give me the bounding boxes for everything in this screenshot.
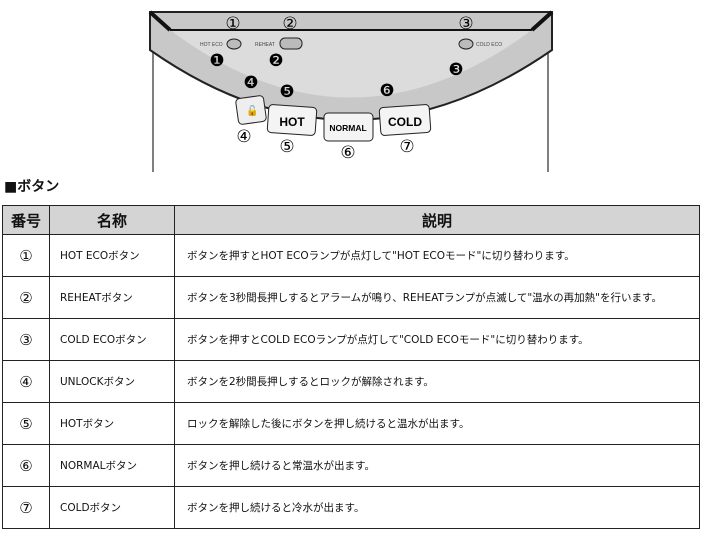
- row-description: ボタンを2秒間長押しするとロックが解除されます。: [174, 360, 700, 403]
- svg-text:COLD: COLD: [388, 115, 422, 129]
- row-description: ロックを解除した後にボタンを押し続けると温水が出ます。: [174, 402, 700, 445]
- reheat-label: REHEAT: [255, 42, 275, 48]
- reheat-button[interactable]: [279, 37, 303, 50]
- row-number: ⑦: [2, 486, 50, 529]
- hot-eco-button[interactable]: [226, 38, 242, 50]
- svg-text:①: ①: [225, 14, 240, 33]
- svg-text:⑥: ⑥: [340, 143, 355, 162]
- hot-eco-label: HOT ECO: [200, 42, 223, 48]
- header-number: 番号: [2, 205, 50, 235]
- row-number: ①: [2, 234, 50, 277]
- svg-text:❻: ❻: [379, 81, 394, 100]
- header-name: 名称: [49, 205, 175, 235]
- filled-number-markers: ❶ ❷ ❸ ❹ ❺ ❻: [209, 51, 463, 101]
- svg-text:HOT: HOT: [279, 115, 305, 129]
- row-number: ⑤: [2, 402, 50, 445]
- row-description: ボタンを3秒間長押しするとアラームが鳴り、REHEATランプが点滅して"温水の再…: [174, 276, 700, 319]
- svg-text:⑦: ⑦: [399, 137, 414, 156]
- row-description: ボタンを押し続けると冷水が出ます。: [174, 486, 700, 529]
- section-title: ■ボタン: [4, 179, 60, 195]
- svg-text:❷: ❷: [268, 51, 283, 70]
- normal-button[interactable]: [323, 112, 374, 142]
- svg-text:NORMAL: NORMAL: [329, 123, 366, 133]
- row-description: ボタンを押すとCOLD ECOランプが点灯して"COLD ECOモード"に切り替…: [174, 318, 700, 361]
- svg-text:③: ③: [458, 14, 473, 33]
- svg-text:⑤: ⑤: [279, 137, 294, 156]
- row-name: NORMALボタン: [49, 444, 175, 487]
- row-number: ③: [2, 318, 50, 361]
- cold-eco-button[interactable]: [458, 38, 474, 50]
- svg-text:❸: ❸: [448, 60, 463, 79]
- row-name: REHEATボタン: [49, 276, 175, 319]
- control-panel-diagram: HOT ECO REHEAT COLD ECO 🔓 HOT NORMAL COL…: [148, 10, 554, 172]
- row-name: COLDボタン: [49, 486, 175, 529]
- row-name: HOT ECOボタン: [49, 234, 175, 277]
- cold-eco-label: COLD ECO: [476, 42, 502, 48]
- svg-text:❶: ❶: [209, 51, 224, 70]
- row-name: UNLOCKボタン: [49, 360, 175, 403]
- cold-button[interactable]: [378, 104, 432, 136]
- row-number: ④: [2, 360, 50, 403]
- row-name: COLD ECOボタン: [49, 318, 175, 361]
- row-number: ⑥: [2, 444, 50, 487]
- outline-number-markers: ① ② ③ ④ ⑤ ⑥ ⑦: [225, 14, 473, 162]
- unlock-button[interactable]: [235, 95, 267, 125]
- row-description: ボタンを押すとHOT ECOランプが点灯して"HOT ECOモード"に切り替わり…: [174, 234, 700, 277]
- row-number: ②: [2, 276, 50, 319]
- header-description: 説明: [174, 205, 700, 235]
- svg-text:❹: ❹: [243, 73, 258, 92]
- row-name: HOTボタン: [49, 402, 175, 445]
- svg-text:②: ②: [282, 14, 297, 33]
- svg-text:④: ④: [236, 127, 251, 146]
- row-description: ボタンを押し続けると常温水が出ます。: [174, 444, 700, 487]
- svg-text:❺: ❺: [279, 82, 294, 101]
- lock-icon: 🔓: [246, 104, 258, 117]
- hot-button[interactable]: [266, 104, 318, 136]
